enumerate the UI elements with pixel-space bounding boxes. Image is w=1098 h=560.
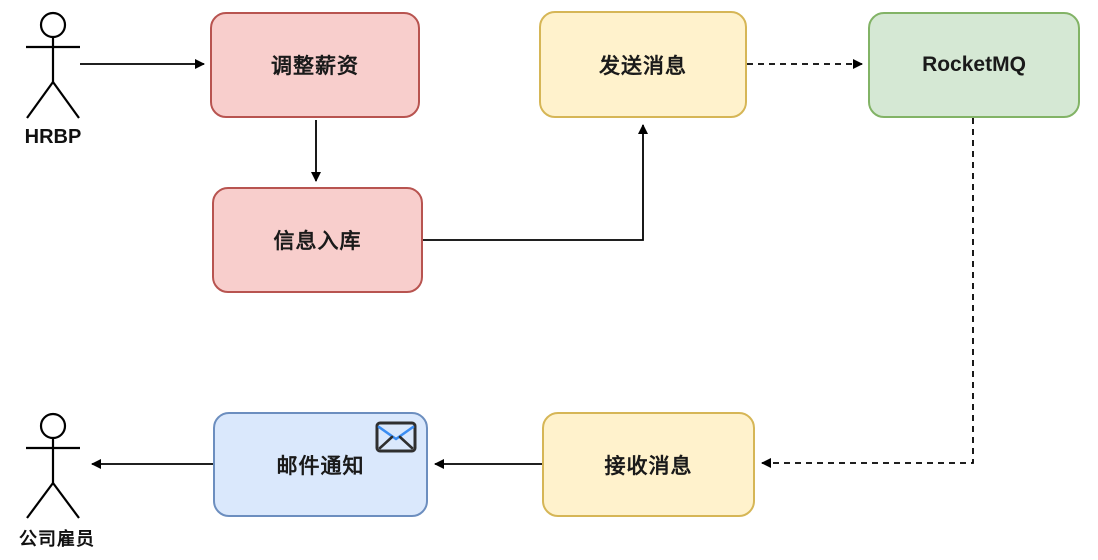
node-email-notify: 邮件通知 [213, 412, 428, 517]
node-adjust-salary-label: 调整薪资 [271, 55, 359, 78]
actor-label-employee: 公司雇员 [19, 529, 95, 549]
node-send-message: 发送消息 [539, 11, 747, 118]
node-store-info: 信息入库 [212, 187, 423, 293]
employee-right-leg [52, 482, 80, 519]
hrbp-left-leg [26, 81, 54, 119]
node-adjust-salary: 调整薪资 [210, 12, 420, 118]
actor-hrbp-figure [26, 11, 80, 119]
node-store-info-label: 信息入库 [273, 230, 362, 253]
actor-label-hrbp: HRBP [24, 126, 82, 148]
employee-left-leg [26, 482, 54, 519]
edge-store-info-to-send-message [423, 124, 648, 241]
node-send-message-label: 发送消息 [599, 54, 687, 78]
envelope-icon [375, 421, 417, 453]
hrbp-right-leg [52, 81, 80, 119]
edge-rocketmq-to-receive-message [761, 118, 974, 468]
hrbp-head [39, 11, 67, 39]
node-rocketmq-label: RocketMQ [922, 53, 1026, 76]
actor-employee-figure [26, 412, 80, 519]
node-receive-message-label: 接收消息 [604, 454, 693, 478]
employee-head [39, 412, 67, 440]
node-email-notify-label: 邮件通知 [276, 454, 365, 478]
node-rocketmq: RocketMQ [868, 12, 1080, 118]
node-receive-message: 接收消息 [542, 412, 755, 517]
